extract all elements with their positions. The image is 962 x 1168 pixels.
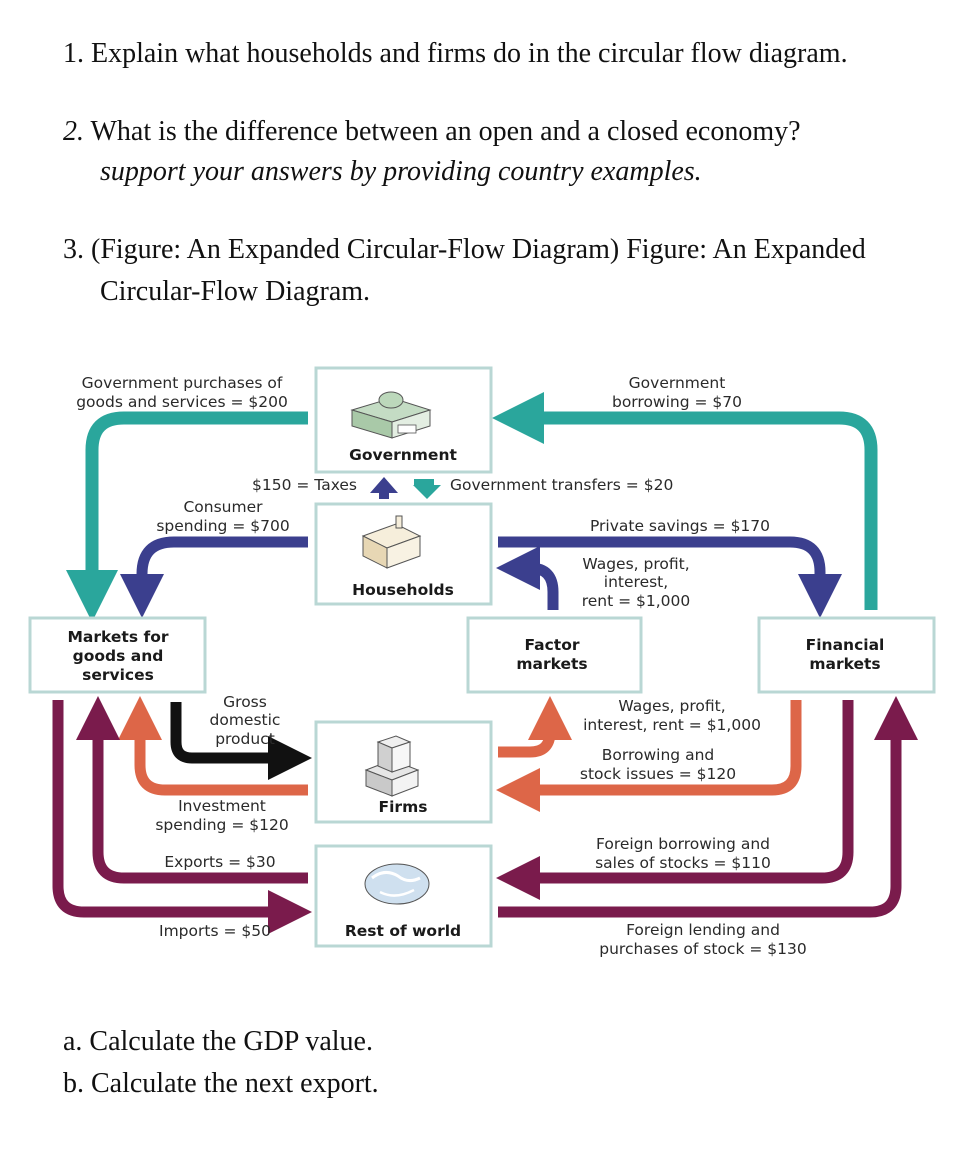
gov-borrowing-arrow <box>492 392 878 610</box>
wages-households-arrow <box>496 546 559 610</box>
question-2-subtext-italic: support your answers by providing countr… <box>100 156 702 187</box>
gov-borrowing-label-2: borrowing = $70 <box>612 393 742 411</box>
borrowing-stock-label-2: stock issues = $120 <box>580 765 736 783</box>
gdp-label-3: product <box>215 730 275 748</box>
wages-households-label-1: Wages, profit, <box>582 555 689 573</box>
consumer-spending-label-1: Consumer <box>183 498 263 516</box>
question-2: 2. What is the difference between an ope… <box>63 116 801 148</box>
question-3-line1: (Figure: An Expanded Circular-Flow Diagr… <box>91 234 866 265</box>
question-2-text: What is the difference between an open a… <box>90 116 801 147</box>
question-2-subtext: support your answers by providing countr… <box>100 156 702 188</box>
gov-transfers-label: Government transfers = $20 <box>450 476 673 494</box>
consumer-spending-arrow <box>120 536 308 618</box>
factory-icon <box>364 735 420 797</box>
exports-arrow <box>76 696 308 884</box>
imports-label: Imports = $50 <box>159 922 271 940</box>
borrowing-stock-arrow <box>496 700 802 812</box>
question-3-line2: Circular-Flow Diagram. <box>100 276 371 307</box>
investment-label-1: Investment <box>178 797 266 815</box>
firms-label: Firms <box>379 798 428 816</box>
gov-purchases-label-1: Government purchases of <box>82 374 283 392</box>
wages-firms-label-2: interest, rent = $1,000 <box>583 716 761 734</box>
wages-firms-label-1: Wages, profit, <box>618 697 725 715</box>
foreign-lending-label-1: Foreign lending and <box>626 921 780 939</box>
house-icon <box>361 515 422 569</box>
investment-label-2: spending = $120 <box>155 816 288 834</box>
private-savings-label: Private savings = $170 <box>590 517 770 535</box>
borrowing-stock-label-1: Borrowing and <box>602 746 714 764</box>
consumer-spending-label-2: spending = $700 <box>156 517 289 535</box>
foreign-borrowing-arrow <box>496 700 854 900</box>
government-building-icon <box>350 391 432 439</box>
gdp-arrow <box>170 702 312 780</box>
rest-of-world-box: Rest of world <box>314 844 493 948</box>
question-1: 1. Explain what households and firms do … <box>63 38 848 70</box>
rest-of-world-label: Rest of world <box>345 922 461 940</box>
question-3: 3. (Figure: An Expanded Circular-Flow Di… <box>63 234 866 266</box>
foreign-borrowing-label-1: Foreign borrowing and <box>596 835 770 853</box>
gov-purchases-arrow <box>66 411 308 622</box>
financial-markets-line2: markets <box>809 655 880 673</box>
question-b: b. Calculate the next export. <box>63 1068 379 1099</box>
financial-markets-box: Financial markets <box>757 616 936 694</box>
question-2-number: 2. <box>63 116 84 147</box>
firms-box: Firms <box>314 720 493 824</box>
question-1-number: 1. <box>63 38 84 69</box>
markets-goods-line3: services <box>82 666 154 684</box>
private-savings-arrow <box>498 536 842 618</box>
markets-goods-line1: Markets for <box>68 628 169 646</box>
foreign-borrowing-label-2: sales of stocks = $110 <box>595 854 771 872</box>
wages-households-label-2: interest, <box>604 573 668 591</box>
wages-firms-arrow <box>498 696 572 758</box>
transfers-arrow <box>413 479 441 499</box>
imports-arrow <box>52 700 312 934</box>
government-box: Government <box>314 366 493 474</box>
foreign-lending-arrow <box>498 696 918 918</box>
households-box: Households <box>314 502 493 606</box>
question-3-number: 3. <box>63 234 84 265</box>
foreign-lending-label-2: purchases of stock = $130 <box>599 940 806 958</box>
globe-icon <box>364 863 430 905</box>
government-label: Government <box>349 446 457 464</box>
wages-households-label-3: rent = $1,000 <box>582 592 691 610</box>
gdp-label-1: Gross <box>223 693 267 711</box>
markets-goods-box: Markets for goods and services <box>28 616 207 694</box>
gov-purchases-label-2: goods and services = $200 <box>76 393 288 411</box>
taxes-arrow <box>370 477 398 499</box>
financial-markets-line1: Financial <box>806 636 885 654</box>
exports-label: Exports = $30 <box>164 853 275 871</box>
question-1-text: Explain what households and firms do in … <box>91 38 848 69</box>
factor-markets-line1: Factor <box>524 636 579 654</box>
gov-borrowing-label-1: Government <box>629 374 726 392</box>
gdp-label-2: domestic <box>210 711 281 729</box>
investment-arrow <box>118 696 308 796</box>
factor-markets-box: Factor markets <box>466 616 643 694</box>
markets-goods-line2: goods and <box>73 647 164 665</box>
taxes-label: $150 = Taxes <box>252 476 357 494</box>
households-label: Households <box>352 581 454 599</box>
question-a: a. Calculate the GDP value. <box>63 1026 373 1057</box>
factor-markets-line2: markets <box>516 655 587 673</box>
